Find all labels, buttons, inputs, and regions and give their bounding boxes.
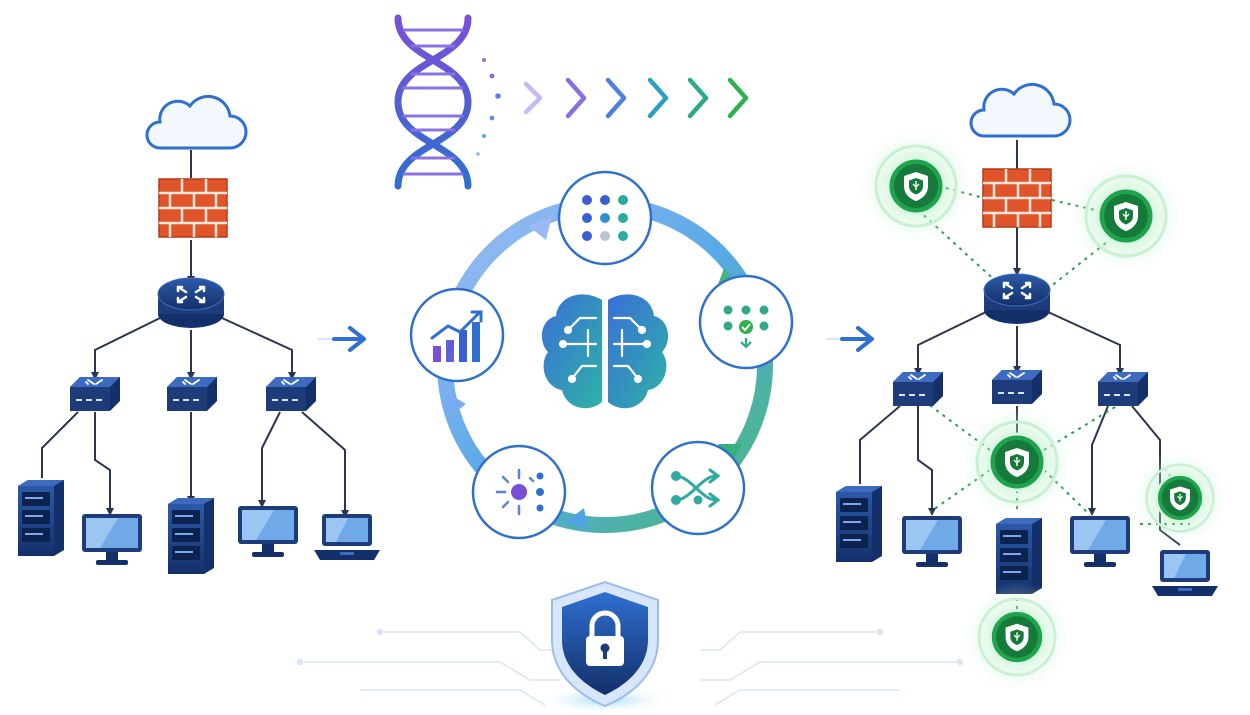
cycle-step-pattern-check xyxy=(698,274,794,370)
protected-network xyxy=(836,82,1230,694)
switch-icon xyxy=(265,376,317,412)
cycle-step-hub xyxy=(471,444,567,540)
progress-chevrons xyxy=(523,77,749,119)
core-router-icon xyxy=(156,276,226,330)
flow-arrow-right xyxy=(826,326,874,352)
original-network xyxy=(18,94,380,574)
firewall-icon xyxy=(982,168,1052,228)
guard-shield-icon xyxy=(1066,156,1186,276)
cloud-icon xyxy=(969,82,1072,138)
dna-helix-icon xyxy=(394,14,472,190)
guard-shield-icon xyxy=(1130,448,1230,548)
server-icon xyxy=(168,498,214,574)
guard-shield-icon xyxy=(957,402,1077,522)
dot-grid-icon xyxy=(582,195,628,241)
monitor-icon xyxy=(902,516,962,567)
monitor-icon xyxy=(82,514,142,565)
laptop-icon xyxy=(314,514,380,560)
dna-to-process-dots xyxy=(476,58,501,156)
hub-icon xyxy=(495,468,544,516)
monitor-icon xyxy=(1070,516,1130,567)
laptop-icon xyxy=(1152,550,1218,596)
switch-icon xyxy=(991,369,1043,405)
flow-arrow-left xyxy=(318,326,366,352)
switch-icon xyxy=(69,376,121,412)
guard-shield-icon xyxy=(856,126,976,246)
server-icon xyxy=(18,480,64,556)
shuffle-icon xyxy=(671,468,721,508)
cloud-icon xyxy=(145,94,248,150)
ai-brain-icon xyxy=(541,294,669,409)
switch-icon xyxy=(1097,371,1149,407)
circuit-traces xyxy=(296,628,964,706)
cycle-step-growth xyxy=(409,287,505,383)
security-lock-shield-icon xyxy=(551,580,659,708)
switch-icon xyxy=(166,376,218,412)
switch-icon xyxy=(892,371,944,407)
firewall-icon xyxy=(158,178,228,238)
growth-chart-icon xyxy=(430,310,483,362)
cycle-step-shuffle xyxy=(650,440,746,536)
monitor-icon xyxy=(238,506,298,557)
cycle-step-dot-grid xyxy=(557,170,653,266)
network-links-before xyxy=(41,150,346,510)
server-icon xyxy=(836,486,882,562)
guard-shield-icon xyxy=(960,580,1074,694)
core-router-icon xyxy=(982,272,1052,326)
pattern-check-icon xyxy=(723,305,769,349)
ai-learning-cycle xyxy=(409,170,794,540)
